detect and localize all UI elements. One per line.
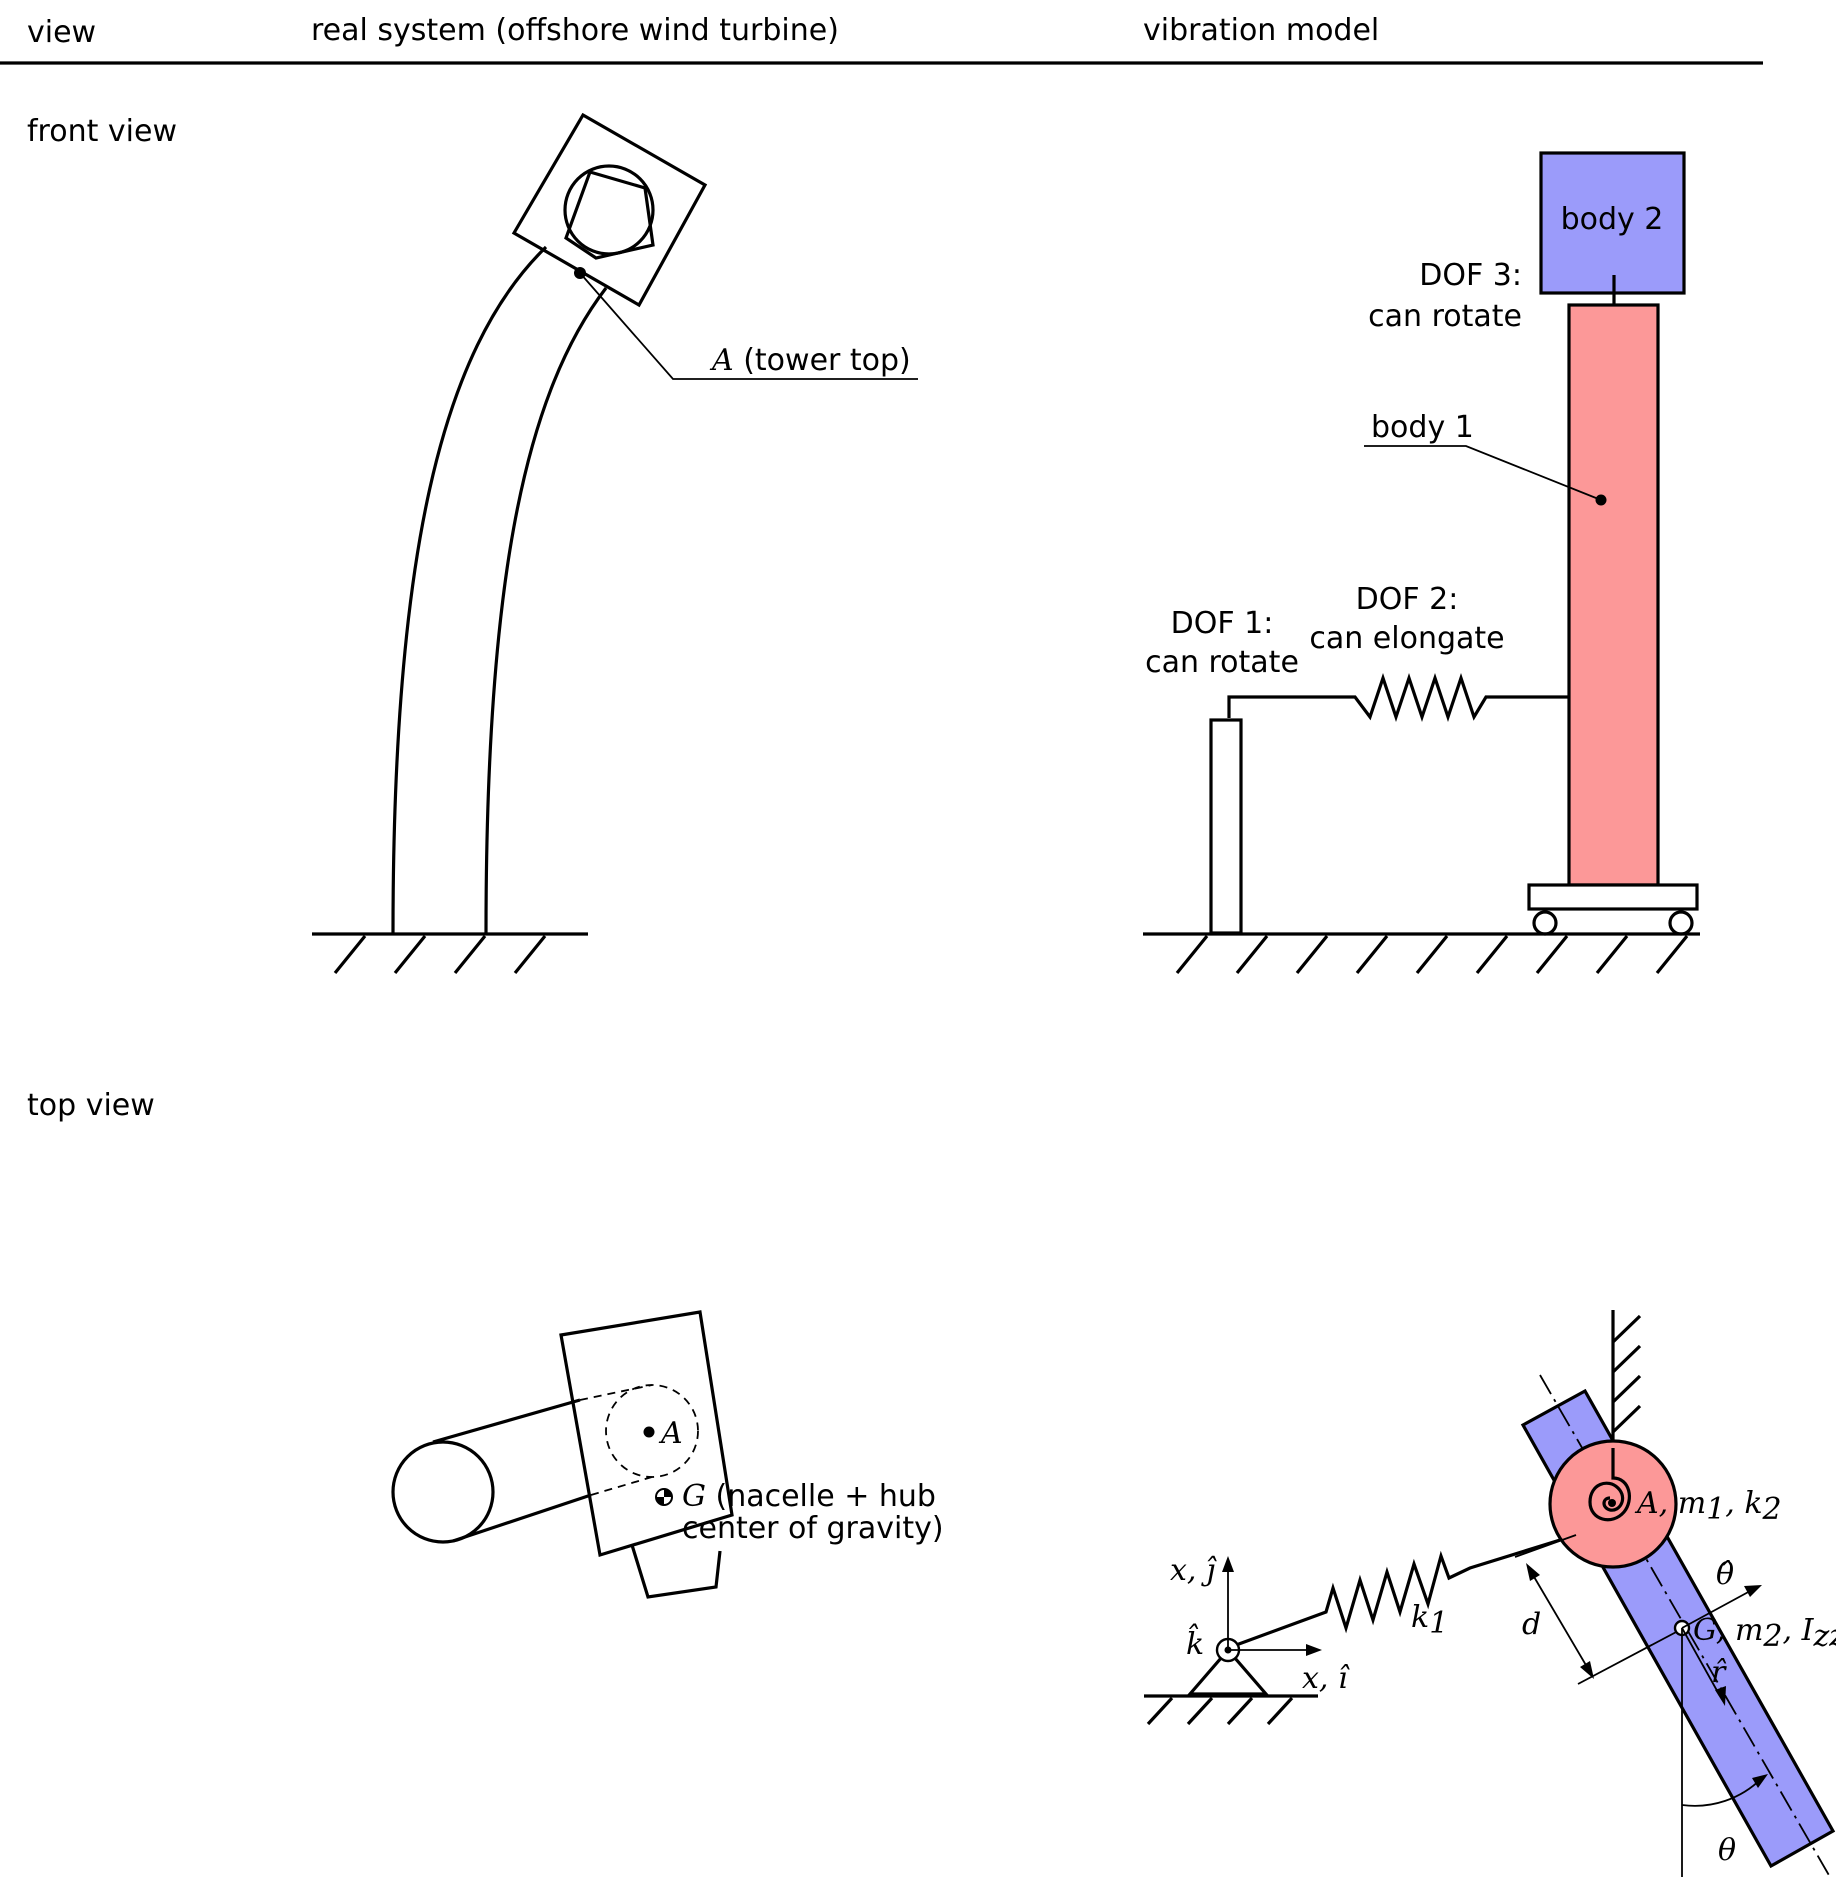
nacelle-outline (559, 1310, 734, 1558)
label-x-i: x, î (1302, 1661, 1350, 1696)
dim-d-line (1529, 1569, 1591, 1673)
tower-left-edge (391, 245, 548, 934)
point-A-top-dot (643, 1426, 655, 1438)
body-1-block (1567, 303, 1660, 887)
hub-end-circle (391, 1440, 495, 1544)
point-A-model-dot (1608, 1499, 1616, 1507)
nacelle-tail (630, 1544, 722, 1599)
spring-dof2 (1227, 672, 1569, 723)
leader-body-1 (1364, 445, 1602, 501)
dof1-label-line1: DOF 1: (1171, 606, 1274, 641)
body-2-block (1539, 151, 1686, 295)
top-vibration-model: A, m1, k2 k1 x, ĵ x, î k̂ d (1144, 1310, 1836, 1877)
header-vibration-model: vibration model (1143, 13, 1379, 48)
header: view real system (offshore wind turbine)… (0, 13, 1763, 65)
theta-hat-arrowhead (1744, 1585, 1762, 1597)
shaft-upper-edge (432, 1398, 581, 1444)
label-A-m1-k2: A, m1, k2 (1634, 1486, 1782, 1527)
r-hat-vector (1681, 1627, 1721, 1697)
row-label-front-view: front view (27, 114, 177, 149)
pin-ground-hatch (1146, 1696, 1294, 1726)
dim-d-ext1 (1514, 1534, 1577, 1558)
header-view: view (27, 15, 96, 50)
label-r-hat: r̂ (1711, 1655, 1727, 1690)
theta-arc-arrowhead (1752, 1774, 1768, 1788)
front-real-turbine: A (tower top) (312, 112, 918, 975)
dim-d-arrow1 (1526, 1563, 1540, 1581)
top-real-turbine: A G (nacelle + hub center of gravity) (391, 1310, 944, 1599)
cog-symbol-G (655, 1488, 673, 1506)
spring-k1 (1227, 1538, 1561, 1650)
post-dof1 (1209, 718, 1243, 935)
cart-wheel-left (1532, 910, 1558, 936)
theta-hat-vector (1681, 1589, 1753, 1629)
body-1-label: body 1 (1371, 410, 1474, 445)
theta-arc (1681, 1777, 1763, 1807)
label-d: d (1522, 1607, 1541, 1642)
dof3-label-line1: DOF 3: (1419, 258, 1522, 293)
label-A-tower-top: A (tower top) (709, 343, 911, 378)
tower-right-edge (484, 287, 608, 934)
label-A-top: A (658, 1416, 683, 1451)
pin-support (1186, 1647, 1270, 1696)
leader-A (579, 272, 918, 380)
body-2-label: body 2 (1561, 202, 1664, 237)
label-G-m2-Izz: G, m2, Izz (1693, 1613, 1836, 1654)
cart-wheel-right (1668, 910, 1694, 936)
dashed-lower (590, 1476, 653, 1496)
label-k-hat: k̂ (1186, 1623, 1204, 1662)
dashed-upper (579, 1384, 653, 1401)
ground-hatch-model (1175, 934, 1689, 975)
axis-j-arrowhead (1222, 1556, 1234, 1572)
dim-d-ext2 (1577, 1629, 1681, 1685)
hub-circle (563, 164, 655, 256)
label-G-line2: center of gravity) (682, 1511, 944, 1546)
ground-hatch-real (333, 934, 547, 975)
label-theta: θ (1718, 1833, 1736, 1868)
header-real-system: real system (offshore wind turbine) (311, 13, 839, 48)
dim-d-arrow2 (1580, 1661, 1594, 1679)
dof1-label-line2: can rotate (1145, 645, 1299, 680)
label-theta-hat: θ̂ (1716, 1557, 1734, 1592)
shaft-lower-edge (452, 1493, 592, 1543)
dof3-label-line2: can rotate (1368, 299, 1522, 334)
nacelle-box (511, 112, 708, 308)
r-hat-arrowhead (1715, 1686, 1726, 1706)
axis-i-arrowhead (1306, 1644, 1322, 1656)
wall-hatch (1611, 1314, 1642, 1434)
dof2-label-line1: DOF 2: (1356, 582, 1459, 617)
rotor-shape (564, 170, 655, 260)
front-vibration-model: body 2 DOF 3: can rotate body 1 DOF 2: c… (1143, 151, 1700, 975)
row-label-top-view: top view (27, 1088, 155, 1123)
label-k1: k1 (1411, 1600, 1448, 1641)
dof2-label-line2: can elongate (1309, 621, 1504, 656)
label-x-j: x, ĵ (1170, 1553, 1217, 1588)
label-G-line1: G (nacelle + hub (682, 1479, 936, 1514)
torsion-spring-k2 (1588, 1448, 1631, 1522)
cart-platform (1527, 883, 1699, 911)
